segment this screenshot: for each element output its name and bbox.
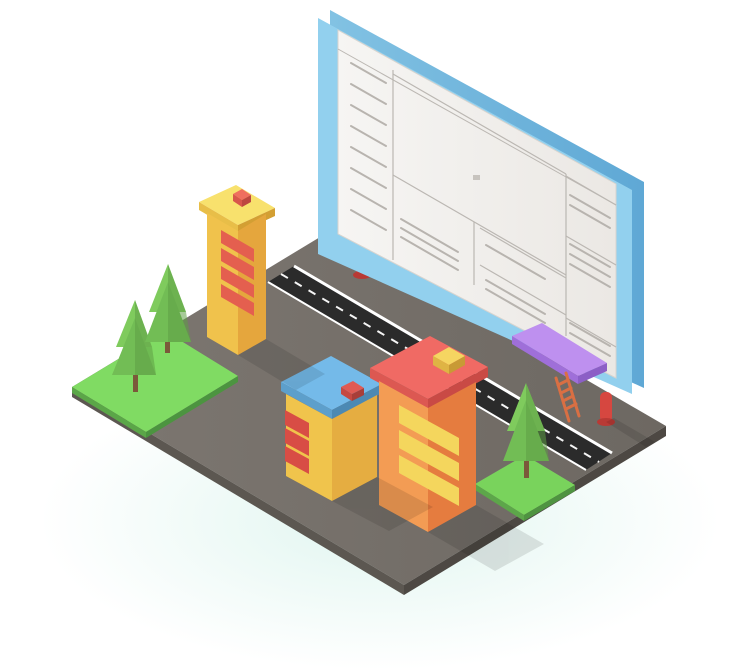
screen-placeholder-lines bbox=[350, 62, 611, 357]
orange-roof-left bbox=[370, 368, 428, 409]
orange-accent-2 bbox=[399, 430, 459, 481]
screen-top-bar bbox=[337, 48, 617, 206]
blue-roof-left bbox=[281, 382, 332, 419]
tall-yellow-chimney-top bbox=[233, 189, 251, 200]
screen-main-top bbox=[392, 73, 567, 175]
road-lane-marking bbox=[280, 273, 600, 463]
tall-yellow-chimney-left bbox=[233, 194, 242, 207]
orange-accent-3 bbox=[399, 455, 459, 506]
blue-building-accent-2 bbox=[285, 428, 309, 456]
orange-accent-1 bbox=[399, 405, 459, 456]
scene-shadows bbox=[238, 339, 655, 571]
screen-right-panel-top bbox=[565, 175, 617, 206]
ground-left-side bbox=[72, 387, 404, 595]
blue-building-accent-3 bbox=[285, 446, 309, 474]
tall-yellow-building bbox=[199, 185, 275, 355]
ladder bbox=[554, 371, 581, 423]
blue-building-accent-1 bbox=[285, 410, 309, 438]
screen-main-middle bbox=[392, 174, 567, 276]
screen-right-panel-bot bbox=[565, 317, 617, 348]
screen-bottom-divider-2 bbox=[479, 227, 567, 279]
screen-small-marker bbox=[473, 175, 480, 180]
grass-patch-left bbox=[72, 331, 238, 438]
orange-tower-building bbox=[370, 336, 488, 532]
tree-left-2 bbox=[145, 264, 191, 353]
tall-yellow-left-face bbox=[207, 213, 238, 355]
blue-building-chimney-top bbox=[341, 381, 364, 394]
orange-roof-right bbox=[428, 367, 488, 409]
tall-yellow-roof-left bbox=[199, 202, 238, 233]
tall-yellow-accent-1 bbox=[221, 230, 254, 262]
blue-building-chimney-left bbox=[341, 387, 352, 401]
grass-patch-right bbox=[475, 455, 575, 521]
orange-roof-top bbox=[370, 336, 488, 399]
tall-yellow-roof-top bbox=[199, 185, 275, 225]
screen-bottom-divider-3 bbox=[479, 264, 567, 316]
billboard-screen bbox=[337, 29, 617, 379]
billboard-post-right-base bbox=[597, 418, 615, 426]
tall-yellow-accent-4 bbox=[221, 284, 254, 316]
purple-accent-bar bbox=[512, 323, 607, 384]
blue-roof-building bbox=[281, 356, 382, 501]
tall-yellow-accent-2 bbox=[221, 248, 254, 280]
billboard bbox=[318, 10, 644, 394]
tall-yellow-accent-3 bbox=[221, 266, 254, 298]
tree-left-1 bbox=[112, 300, 156, 392]
screen-right-panel-mid bbox=[565, 235, 617, 266]
blue-building-chimney-right bbox=[352, 388, 364, 401]
blue-building-right-face bbox=[332, 395, 377, 501]
orange-chimney-left bbox=[433, 356, 449, 374]
blue-roof-right bbox=[332, 384, 382, 419]
tall-yellow-chimney-right bbox=[242, 195, 251, 207]
orange-chimney-right bbox=[449, 356, 465, 374]
tree-right bbox=[503, 383, 549, 478]
billboard-post-right bbox=[600, 392, 612, 422]
